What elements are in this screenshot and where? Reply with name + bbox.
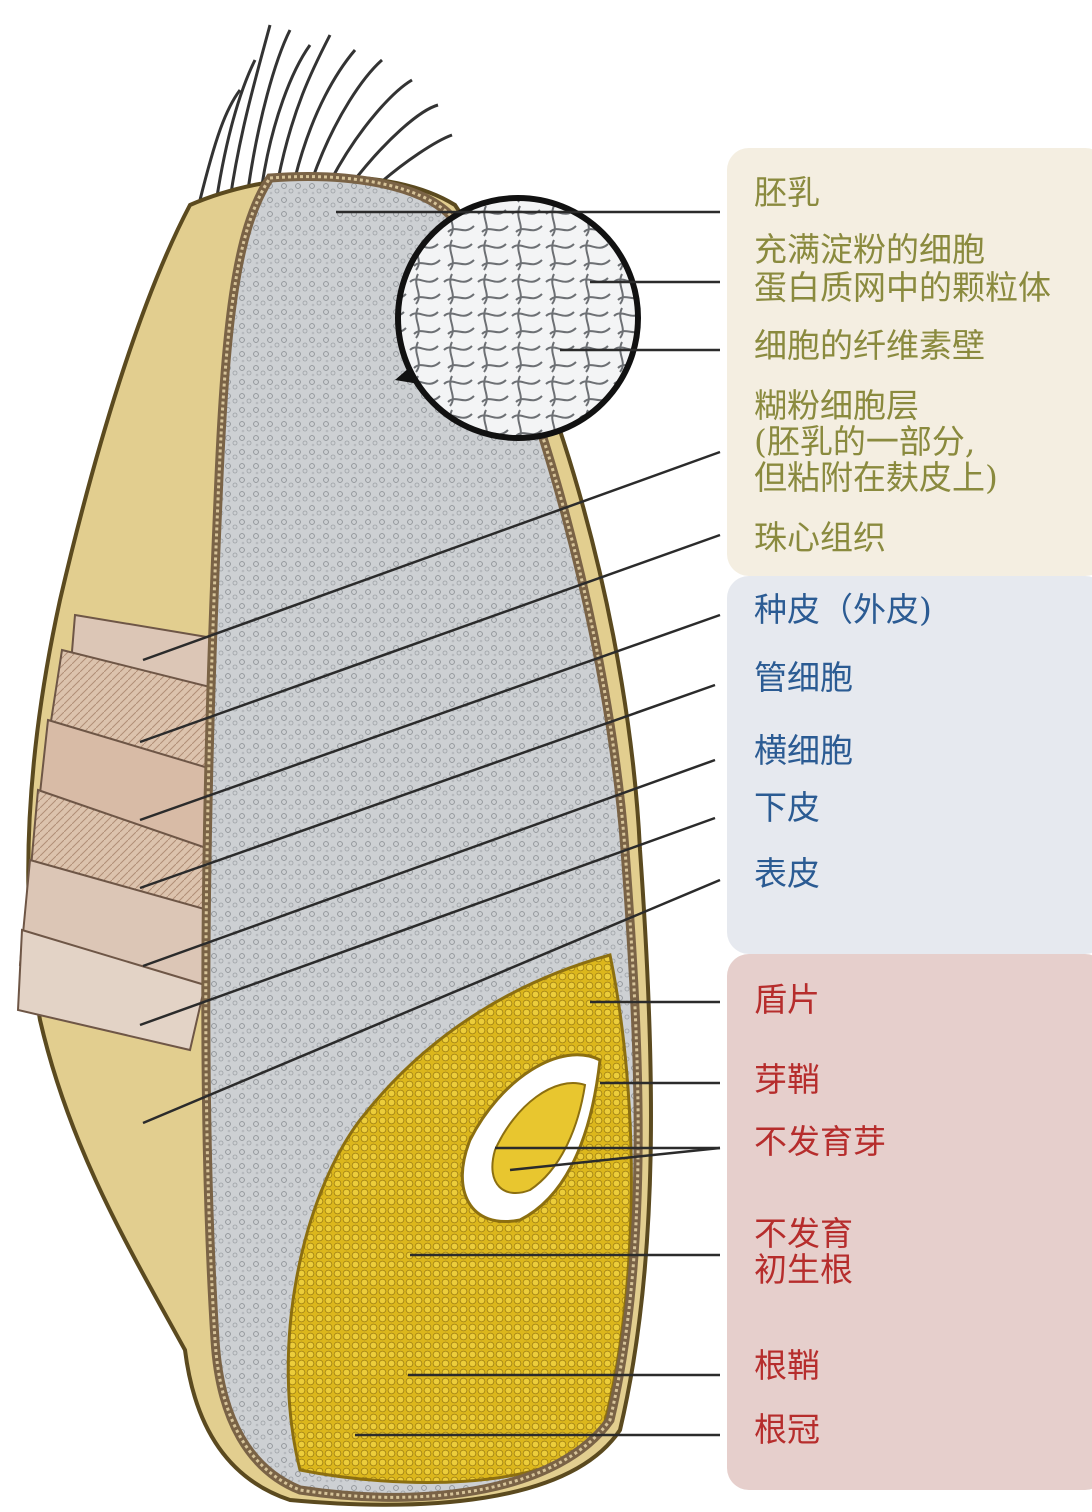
label-scutellum: 盾片 xyxy=(754,982,820,1018)
label-coleoptile: 芽鞘 xyxy=(754,1062,820,1098)
label-aleurone-layer: 糊粉细胞层 (胚乳的一部分, 但粘附在麸皮上) xyxy=(754,388,998,496)
label-starch-cells: 充满淀粉的细胞 xyxy=(754,232,985,268)
label-nucellar-tissue: 珠心组织 xyxy=(754,520,886,556)
label-cross-cells: 横细胞 xyxy=(754,733,853,769)
magnified-cell-circle xyxy=(395,198,638,438)
label-protein-granules: 蛋白质网中的颗粒体 xyxy=(754,270,1051,306)
label-tube-cells: 管细胞 xyxy=(754,660,853,696)
label-cellulose-wall: 细胞的纤维素壁 xyxy=(754,328,985,364)
label-root-sheath: 根鞘 xyxy=(754,1348,820,1384)
label-root-cap: 根冠 xyxy=(754,1412,820,1448)
label-rudimentary-shoot: 不发育芽 xyxy=(754,1124,886,1160)
label-epidermis: 表皮 xyxy=(754,856,820,892)
label-hypodermis: 下皮 xyxy=(754,790,820,826)
label-endosperm: 胚乳 xyxy=(754,175,820,211)
label-rudimentary-primary-root: 不发育 初生根 xyxy=(754,1216,853,1288)
label-seed-coat: 种皮（外皮) xyxy=(754,592,932,628)
